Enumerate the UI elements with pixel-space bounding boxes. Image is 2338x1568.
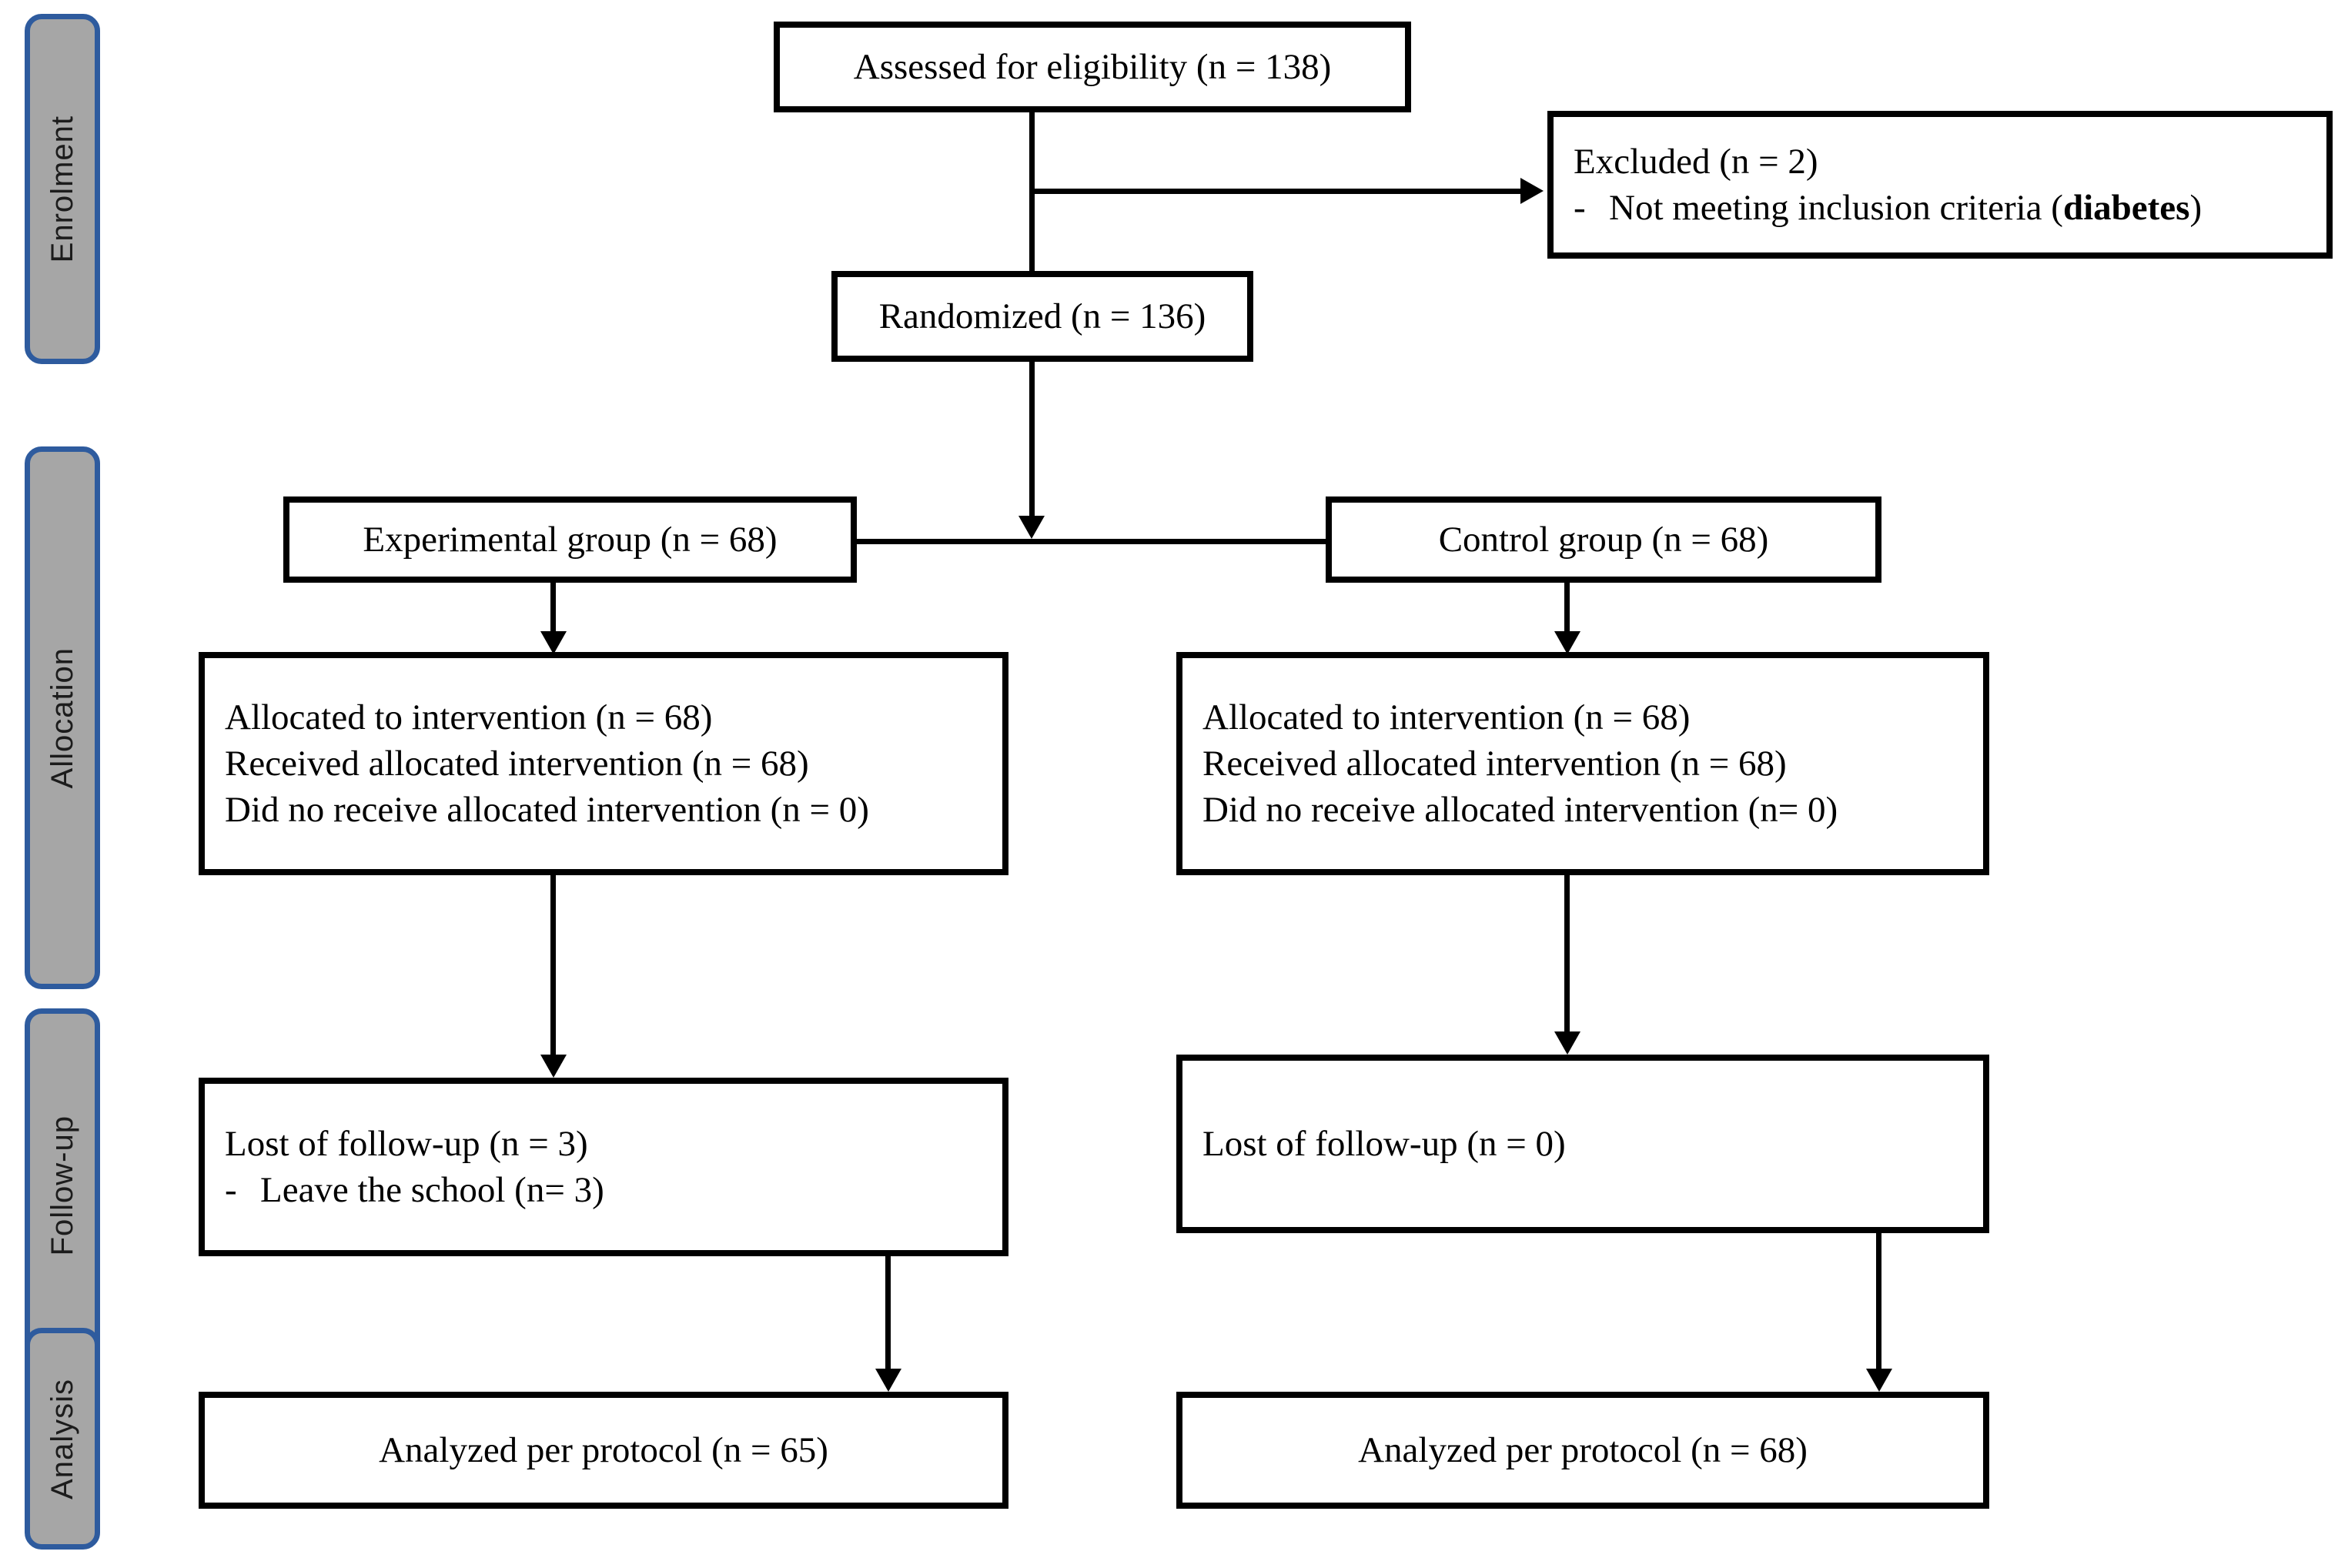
node-followup-left-line1: Lost of follow-up (n = 3): [225, 1123, 588, 1164]
node-followup-left: Lost of follow-up (n = 3) - Leave the sc…: [199, 1078, 1008, 1256]
arrow-control-to-allocation: [1554, 631, 1580, 654]
node-excluded-bullet-bold: diabetes: [2062, 188, 2190, 228]
node-allocation-left: Allocated to intervention (n = 68) Recei…: [199, 652, 1008, 875]
phase-label-followup: Follow-up: [45, 1115, 79, 1256]
node-allocation-right: Allocated to intervention (n = 68) Recei…: [1176, 652, 1989, 875]
phase-tab-followup: Follow-up: [25, 1008, 100, 1362]
bullet-marker-icon: -: [1574, 188, 1586, 228]
arrow-randomized-split: [1018, 516, 1045, 539]
node-allocation-right-line1: Allocated to intervention (n = 68): [1202, 697, 1691, 737]
node-randomized: Randomized (n = 136): [831, 271, 1253, 362]
node-analysis-left: Analyzed per protocol (n = 65): [199, 1392, 1008, 1509]
arrow-experimental-to-allocation: [540, 631, 567, 654]
arrow-allocation-to-followup-left: [540, 1055, 567, 1078]
connector-control-to-allocation: [1564, 583, 1570, 638]
phase-label-analysis: Analysis: [45, 1378, 79, 1499]
connector-followup-to-analysis-left: [885, 1256, 891, 1376]
node-experimental-group: Experimental group (n = 68): [283, 496, 857, 583]
phase-tab-enrolment: Enrolment: [25, 14, 100, 364]
connector-assessed-to-excluded: [1029, 189, 1522, 194]
node-randomized-text: Randomized (n = 136): [878, 296, 1206, 336]
node-control-group: Control group (n = 68): [1326, 496, 1881, 583]
connector-allocation-to-followup-right: [1564, 875, 1570, 1038]
node-analysis-right: Analyzed per protocol (n = 68): [1176, 1392, 1989, 1509]
node-followup-left-bullet: - Leave the school (n= 3): [225, 1167, 992, 1213]
phase-label-allocation: Allocation: [45, 647, 79, 789]
node-excluded-bullet-prefix: Not meeting inclusion criteria (: [1609, 188, 2063, 228]
bullet-marker-icon: -: [225, 1170, 237, 1210]
node-control-group-text: Control group (n = 68): [1438, 519, 1769, 560]
node-allocation-right-line2: Received allocated intervention (n = 68): [1202, 743, 1787, 784]
node-followup-left-bullet-text: Leave the school (n= 3): [260, 1170, 604, 1210]
node-excluded-bullet: - Not meeting inclusion criteria (diabet…: [1574, 185, 2316, 231]
phase-label-enrolment: Enrolment: [45, 115, 79, 263]
arrow-followup-to-analysis-left: [875, 1369, 901, 1392]
node-analysis-right-text: Analyzed per protocol (n = 68): [1358, 1429, 1808, 1470]
phase-tab-analysis: Analysis: [25, 1328, 100, 1550]
node-followup-right: Lost of follow-up (n = 0): [1176, 1055, 1989, 1233]
connector-group-split: [853, 539, 1330, 544]
arrow-allocation-to-followup-right: [1554, 1031, 1580, 1055]
node-allocation-left-line1: Allocated to intervention (n = 68): [225, 697, 713, 737]
arrow-followup-to-analysis-right: [1866, 1369, 1892, 1392]
node-analysis-left-text: Analyzed per protocol (n = 65): [379, 1429, 828, 1470]
node-allocation-left-line2: Received allocated intervention (n = 68): [225, 743, 809, 784]
connector-followup-to-analysis-right: [1876, 1233, 1881, 1376]
connector-experimental-to-allocation: [550, 583, 556, 638]
node-allocation-right-line3: Did no receive allocated intervention (n…: [1202, 790, 1838, 831]
node-experimental-group-text: Experimental group (n = 68): [363, 519, 778, 560]
phase-tab-allocation: Allocation: [25, 446, 100, 989]
connector-randomized-down: [1029, 362, 1035, 525]
arrow-to-excluded: [1520, 178, 1544, 204]
node-excluded-bullet-suffix: ): [2189, 188, 2203, 228]
node-followup-right-line1: Lost of follow-up (n = 0): [1202, 1123, 1566, 1164]
node-assessed-text: Assessed for eligibility (n = 138): [853, 46, 1332, 87]
node-excluded-title: Excluded (n = 2): [1574, 141, 1818, 182]
node-allocation-left-line3: Did no receive allocated intervention (n…: [225, 790, 869, 831]
connector-allocation-to-followup-left: [550, 875, 556, 1061]
node-assessed-for-eligibility: Assessed for eligibility (n = 138): [774, 22, 1411, 112]
node-excluded: Excluded (n = 2) - Not meeting inclusion…: [1547, 111, 2333, 259]
